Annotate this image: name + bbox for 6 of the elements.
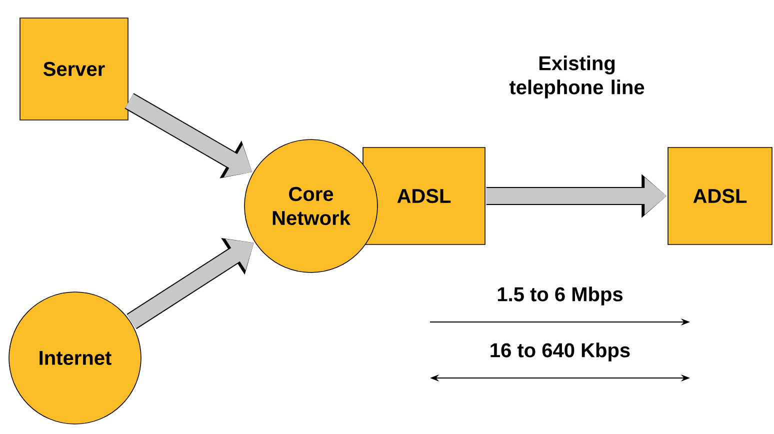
edge-label: Existing telephone line bbox=[509, 56, 644, 98]
process-box: ADSL bbox=[668, 147, 772, 245]
process-box: Server bbox=[20, 18, 128, 120]
process-box: ADSL bbox=[362, 147, 486, 245]
rate-label: 1.5 to 6 Mbps bbox=[498, 286, 623, 306]
rate-label: 16 to 640 Kbps bbox=[490, 342, 630, 362]
